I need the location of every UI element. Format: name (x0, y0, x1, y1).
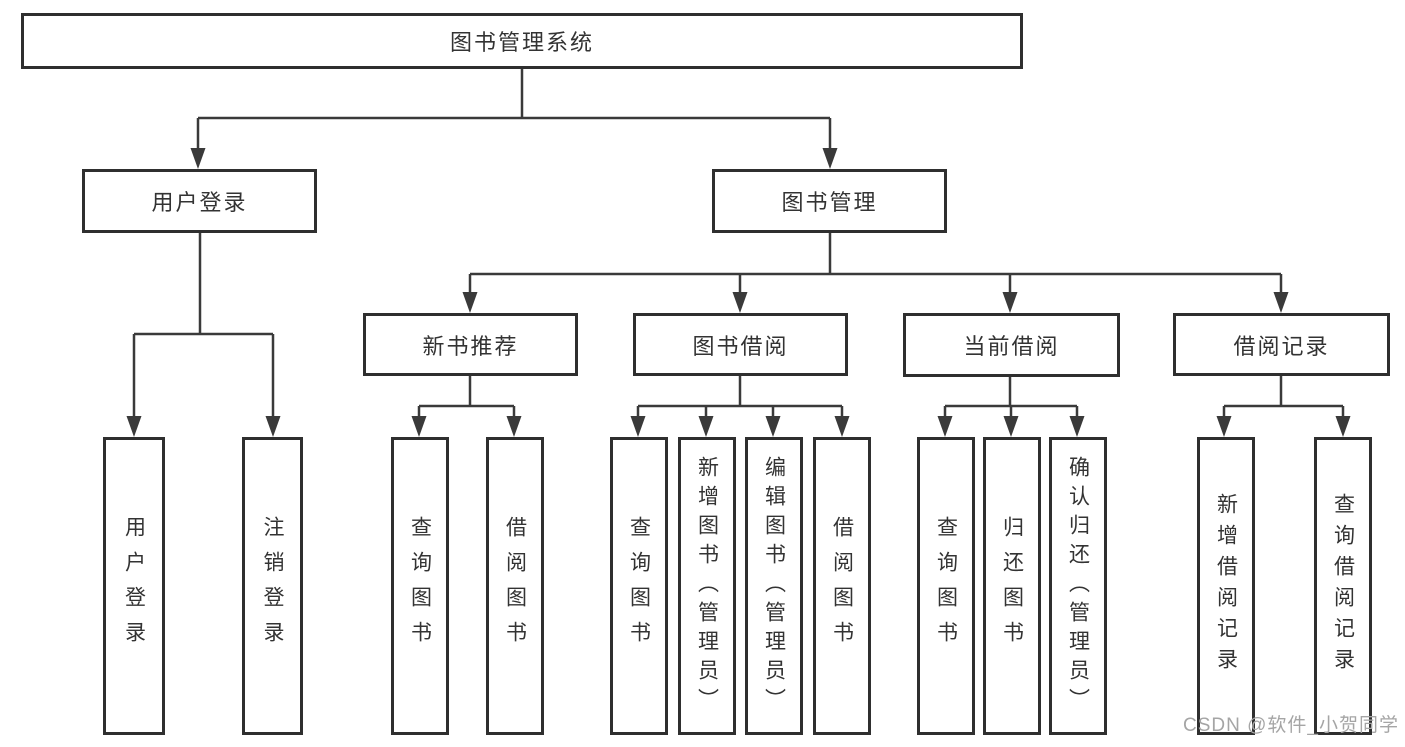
leaf-query-book: 查询图书 (917, 437, 975, 735)
node-library-management-system: 图书管理系统 (21, 13, 1023, 69)
leaf-query-borrow-record: 查询借阅记录 (1314, 437, 1372, 735)
leaf-return-book: 归还图书 (983, 437, 1041, 735)
node-label: 图书借阅 (692, 333, 789, 359)
node-current-borrow: 当前借阅 (903, 313, 1120, 377)
node-label: 用户登录 (122, 516, 146, 656)
leaf-query-book: 查询图书 (610, 437, 668, 735)
node-label: 用户登录 (151, 190, 248, 215)
node-label: 查询图书 (408, 516, 432, 656)
node-label: 新增借阅记录 (1214, 493, 1238, 679)
node-book-borrow: 图书借阅 (633, 313, 848, 376)
node-label: 新增图书（管理员） (695, 455, 719, 717)
leaf-query-book: 查询图书 (391, 437, 449, 735)
node-book-management: 图书管理 (712, 169, 947, 233)
node-label: 当前借阅 (963, 334, 1060, 359)
csdn-watermark: CSDN @软件_小贺同学 (1183, 715, 1399, 736)
node-label: 借阅记录 (1233, 333, 1330, 359)
node-label: 借阅图书 (503, 516, 527, 656)
leaf-confirm-return-admin: 确认归还（管理员） (1049, 437, 1107, 735)
leaf-edit-book-admin: 编辑图书（管理员） (745, 437, 803, 735)
node-borrow-records: 借阅记录 (1173, 313, 1390, 376)
leaf-add-borrow-record: 新增借阅记录 (1197, 437, 1255, 735)
node-label: 新书推荐 (422, 333, 519, 359)
node-new-book-recommend: 新书推荐 (363, 313, 578, 376)
leaf-user-login: 用户登录 (103, 437, 165, 735)
leaf-borrow-book: 借阅图书 (486, 437, 544, 735)
node-label: 注销登录 (261, 516, 284, 656)
node-label: 归还图书 (1000, 516, 1024, 656)
node-label: 图书管理 (781, 190, 878, 215)
node-label: 查询图书 (627, 516, 651, 656)
leaf-logout: 注销登录 (242, 437, 303, 735)
node-label: 查询借阅记录 (1331, 493, 1355, 679)
leaf-borrow-book: 借阅图书 (813, 437, 871, 735)
node-label: 图书管理系统 (449, 30, 594, 55)
node-label: 确认归还（管理员） (1066, 455, 1090, 717)
node-label: 查询图书 (934, 516, 958, 656)
node-user-login: 用户登录 (82, 169, 317, 233)
node-label: 借阅图书 (830, 516, 854, 656)
node-label: 编辑图书（管理员） (762, 455, 786, 717)
leaf-add-book-admin: 新增图书（管理员） (678, 437, 736, 735)
